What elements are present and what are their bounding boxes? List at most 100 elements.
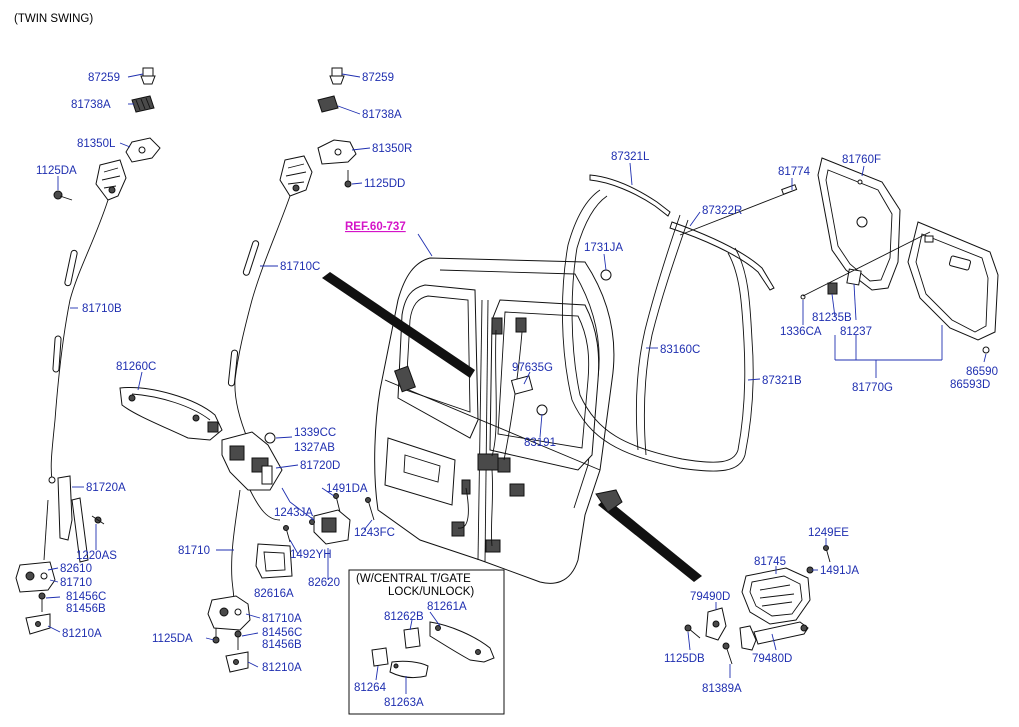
inset-title-line1: (W/CENTRAL T/GATE	[356, 573, 471, 585]
label-83160C: 83160C	[660, 344, 700, 356]
clip-81237	[846, 268, 862, 286]
bolt-87259-left	[140, 67, 156, 85]
label-83191: 83191	[524, 437, 556, 449]
label-1327AB: 1327AB	[294, 442, 335, 454]
bolt-87259-right	[329, 67, 345, 85]
screws-81456C-left	[38, 592, 46, 612]
label-81210A-left: 81210A	[62, 628, 102, 640]
cable-81710C	[227, 195, 291, 441]
part-labels: 87259 81738A 81350L 1125DA 81710B 81260C…	[36, 72, 998, 709]
label-1243JA: 1243JA	[274, 507, 313, 519]
handle-81260C	[119, 387, 223, 441]
bolt-1220AS	[91, 515, 105, 525]
cable-81710B	[48, 199, 109, 484]
label-81770G: 81770G	[852, 382, 893, 394]
panel-81760F	[817, 157, 901, 291]
handle-81263A	[389, 660, 429, 679]
label-1492YH: 1492YH	[290, 549, 332, 561]
label-81760F: 81760F	[842, 154, 881, 166]
label-81710-middle: 81710	[178, 545, 210, 557]
label-1125DB: 1125DB	[664, 653, 705, 665]
label-81738A-left: 81738A	[71, 99, 111, 111]
label-1125DA-top: 1125DA	[36, 165, 77, 177]
leader-lines	[45, 73, 987, 694]
label-87259-left: 87259	[88, 72, 120, 84]
label-1491JA: 1491JA	[820, 565, 859, 577]
inset-title-line2: LOCK/UNLOCK)	[388, 586, 474, 598]
spring-81738A-left	[131, 95, 155, 113]
clip-81235B	[827, 282, 838, 295]
screw-1336CA	[800, 294, 806, 300]
label-1339CC: 1339CC	[294, 427, 336, 439]
label-81237: 81237	[840, 326, 872, 338]
label-81210A-bottom: 81210A	[262, 662, 302, 674]
inset-central-lock: (W/CENTRAL T/GATE LOCK/UNLOCK)	[348, 569, 505, 715]
screw-1243FC	[365, 497, 375, 521]
label-81456C-bottom: 81456C	[262, 627, 302, 639]
label-81720D: 81720D	[300, 460, 340, 472]
latch-81710-lower-left	[15, 561, 56, 593]
label-1243FC: 1243FC	[354, 527, 395, 539]
weatherstrip-83160C	[635, 214, 689, 456]
hinge-upper-left	[95, 159, 127, 201]
bolt-1125DB	[684, 624, 701, 639]
screw-86590	[982, 346, 990, 354]
label-81710-left: 81710	[60, 577, 92, 589]
check-79480D	[739, 621, 809, 651]
rod-81720A	[43, 475, 89, 563]
label-87321L: 87321L	[611, 151, 650, 163]
label-81745: 81745	[754, 556, 786, 568]
label-79480D: 79480D	[752, 653, 792, 665]
handle-82620	[313, 509, 351, 545]
pin-81774	[781, 184, 798, 195]
cover-81745	[741, 567, 811, 625]
bezel-81262B	[403, 627, 421, 649]
ref-label: REF.60-737	[345, 221, 406, 233]
label-79490D: 79490D	[690, 591, 730, 603]
label-1125DA-bottom: 1125DA	[152, 633, 193, 645]
label-81456C-left: 81456C	[66, 591, 106, 603]
ref-leader	[417, 233, 433, 257]
header-title: (TWIN SWING)	[14, 13, 93, 25]
screw-1491DA-mid	[333, 493, 341, 513]
screw-1249EE	[823, 545, 831, 563]
tailgate-door	[374, 257, 615, 584]
weatherstrip-87321B	[561, 189, 754, 472]
label-81262B: 81262B	[384, 611, 424, 623]
bolt-1125DA-bottom	[212, 628, 220, 644]
part-81264	[371, 647, 389, 667]
label-97635G: 97635G	[512, 362, 553, 374]
label-81264: 81264	[354, 682, 387, 694]
label-81389A: 81389A	[702, 683, 742, 695]
label-1125DD: 1125DD	[364, 178, 405, 190]
label-81720A: 81720A	[86, 482, 126, 494]
striker-81210A-left	[25, 613, 51, 635]
label-86590: 86590	[966, 366, 998, 378]
bolt-81389A	[722, 642, 733, 665]
latch-81720D	[221, 431, 283, 491]
label-81261A: 81261A	[427, 601, 467, 613]
label-87322R: 87322R	[702, 205, 742, 217]
label-1491DA-mid: 1491DA	[326, 483, 368, 495]
plug-83191	[536, 404, 548, 416]
label-87321B: 87321B	[762, 375, 802, 387]
label-86593D: 86593D	[950, 379, 990, 391]
label-81235B: 81235B	[812, 312, 852, 324]
arrow-left-to-door	[322, 272, 475, 378]
bolt-1125DA-top	[53, 190, 73, 201]
bolt-1125DD	[344, 170, 352, 188]
label-81710B: 81710B	[82, 303, 122, 315]
label-81774: 81774	[778, 166, 811, 178]
bracket-81350L	[125, 137, 161, 163]
label-82610: 82610	[60, 563, 92, 575]
screw-1492YH	[283, 525, 291, 543]
label-82616A: 82616A	[254, 588, 294, 600]
panel-81770G	[907, 221, 999, 341]
label-81710A: 81710A	[262, 613, 302, 625]
label-1220AS: 1220AS	[76, 550, 117, 562]
striker-81210A-bottom	[225, 651, 249, 673]
label-81350L: 81350L	[77, 138, 116, 150]
label-1249EE: 1249EE	[808, 527, 849, 539]
